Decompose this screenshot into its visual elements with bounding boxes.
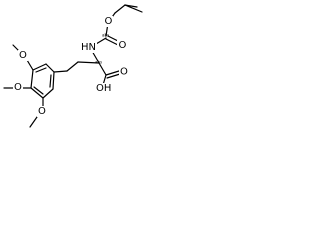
atom-labels: O O HN O OH O O O [13, 16, 129, 117]
bond-acid-c-to-o-double-a [105, 70, 120, 76]
molecule-structure: O O HN O OH O O O abs abs [3, 4, 143, 128]
bond-alpha-to-beta [77, 61, 100, 64]
bond-ring-6-1 [52, 71, 55, 90]
bond-alpha-to-acid-c [98, 62, 107, 76]
bond-ring-2-3 [32, 63, 47, 71]
atom-o-methoxy-top: O [19, 50, 27, 61]
bond-gamma-to-ring [53, 70, 68, 73]
bond-ring-inner-6-1 [49, 74, 52, 88]
bond-tbu-methyl-right [124, 4, 143, 13]
atom-nh: HN [81, 42, 96, 53]
atom-o-carbonyl-acid: O [120, 67, 128, 78]
stereo-mark-alpha: abs [95, 60, 102, 65]
bond-ring-to-o-top [26, 59, 34, 71]
atom-o-methoxy-bot: O [38, 106, 46, 117]
atom-oh-acid: OH [96, 83, 111, 94]
bond-ring-3-4 [30, 69, 34, 89]
atom-o-methoxy-mid: O [14, 82, 22, 93]
bond-ring-inner-2-3 [35, 67, 47, 73]
bond-o-bot-methyl [29, 116, 38, 128]
bond-ring-5-6 [42, 88, 54, 99]
bond-ring-1-2 [45, 63, 55, 73]
bond-boc-c-to-o-double-b [105, 38, 119, 46]
stereo-markers: abs abs [95, 33, 109, 65]
stereo-mark-boc: abs [102, 33, 109, 38]
atom-o-carbonyl-boc: O [119, 40, 127, 51]
bond-boc-c-to-n [95, 37, 107, 45]
atom-o-ester: O [105, 16, 113, 27]
bonds [3, 4, 143, 128]
bond-ring-inner-4-5 [33, 86, 44, 95]
bond-tbu-methyl-left [114, 4, 126, 14]
bond-acid-c-to-o-double-b [106, 73, 121, 79]
bond-beta-to-gamma [66, 61, 79, 72]
bond-ring-4-5 [30, 87, 44, 99]
